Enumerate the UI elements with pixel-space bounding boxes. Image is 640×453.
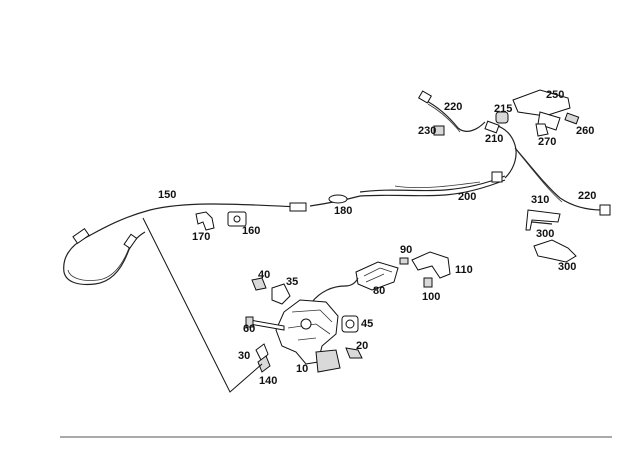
pedal-assembly-10-detail <box>287 309 333 341</box>
label-30: 30 <box>238 350 250 362</box>
pad-20 <box>345 347 363 359</box>
bracket-250 <box>512 89 571 117</box>
label-200: 200 <box>458 191 476 203</box>
cable-fitting-150-end <box>289 202 307 212</box>
label-45: 45 <box>361 318 373 330</box>
label-270: 270 <box>538 136 556 148</box>
label-310: 310 <box>531 194 549 206</box>
cable-200a <box>359 175 506 193</box>
cable-200b <box>359 179 506 197</box>
label-215: 215 <box>494 103 512 115</box>
part-300-lower <box>533 239 577 263</box>
bolt-100 <box>423 277 433 288</box>
label-160: 160 <box>242 225 260 237</box>
label-20: 20 <box>356 340 368 352</box>
pedal-pivot <box>300 318 312 330</box>
bracket-80-detail <box>363 267 393 283</box>
cable-300-upper <box>531 221 553 225</box>
bracket-110 <box>411 251 451 279</box>
leader-triangle <box>142 217 263 393</box>
bushing-215 <box>495 111 509 124</box>
label-220a: 220 <box>444 101 462 113</box>
cover-45-hole <box>345 319 355 329</box>
label-90: 90 <box>400 244 412 256</box>
cable-fitting-mid <box>123 233 138 249</box>
nut-230 <box>433 125 445 136</box>
label-220b: 220 <box>578 190 596 202</box>
bolt-40 <box>251 277 267 291</box>
bolt-260 <box>564 112 580 125</box>
label-35: 35 <box>286 276 298 288</box>
label-140: 140 <box>259 375 277 387</box>
label-230: 230 <box>418 125 436 137</box>
fitting-220-top <box>417 90 433 104</box>
label-300a: 300 <box>536 228 554 240</box>
label-10: 10 <box>296 363 308 375</box>
bolt-60-head <box>245 316 254 328</box>
clamp-170 <box>195 211 215 231</box>
label-210: 210 <box>485 133 503 145</box>
cable-220-right <box>514 147 603 211</box>
spring-140 <box>257 355 271 373</box>
label-170: 170 <box>192 231 210 243</box>
label-110: 110 <box>455 264 473 276</box>
label-60: 60 <box>243 323 255 335</box>
clip-35 <box>271 283 291 305</box>
label-40: 40 <box>258 269 270 281</box>
bolt-90 <box>399 257 409 265</box>
cable-210 <box>494 124 517 179</box>
pedal-foot <box>315 349 341 373</box>
cable-220-top-b <box>427 103 461 133</box>
cable-200c <box>394 181 481 189</box>
cable-pedal <box>311 277 359 303</box>
cable-220-right-b <box>517 151 563 203</box>
clip-270 <box>535 123 549 137</box>
label-80: 80 <box>373 285 385 297</box>
label-260: 260 <box>576 125 594 137</box>
label-250: 250 <box>546 89 564 101</box>
label-300b: 300 <box>558 261 576 273</box>
label-150: 150 <box>158 189 176 201</box>
bracket-310 <box>525 209 561 231</box>
label-100: 100 <box>422 291 440 303</box>
label-180: 180 <box>334 205 352 217</box>
connector-180 <box>328 194 348 204</box>
bracket-160-hole <box>233 215 241 223</box>
fitting-200 <box>491 171 503 183</box>
fitting-220-right <box>599 204 611 216</box>
cable-fitting-left <box>72 228 90 244</box>
bracket-80 <box>355 261 399 291</box>
cable-150-inner <box>67 244 131 281</box>
cable-220-top <box>424 99 486 132</box>
guide-210 <box>484 120 500 134</box>
cable-150 <box>63 203 301 286</box>
